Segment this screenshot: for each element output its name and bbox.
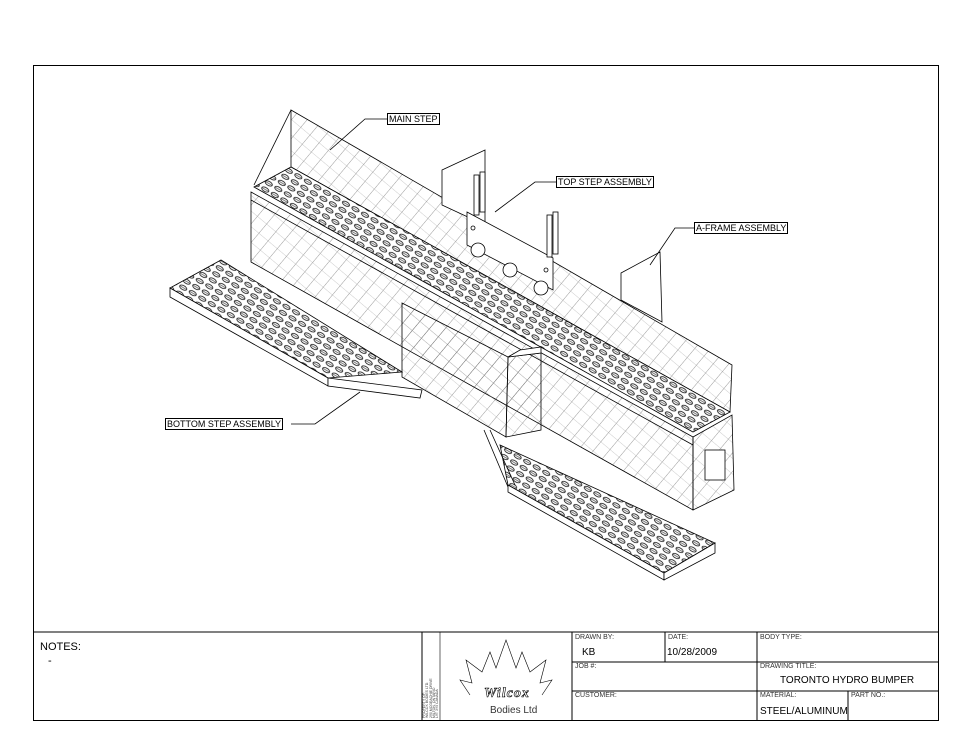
- a-frame-plate: [620, 251, 663, 323]
- callout-bottom-step-assembly: BOTTOM STEP ASSEMBLY: [165, 418, 284, 430]
- material-value: STEEL/ALUMINUM: [760, 706, 848, 717]
- leader-main-step: [329, 118, 388, 151]
- drawn-by-value: KB: [582, 647, 596, 658]
- center-box-front: [505, 352, 542, 438]
- bottom-step-left: [169, 259, 423, 399]
- maple-leaf-logo-icon: [459, 639, 553, 696]
- notes-title: NOTES:: [40, 641, 81, 653]
- drawing-title-value: TORONTO HYDRO BUMPER: [780, 675, 915, 686]
- drawing-title-label: DRAWING TITLE:: [760, 663, 817, 670]
- property-line: L9T 3Y5 CANADA: [435, 689, 440, 718]
- part-number-label: PART NO.:: [851, 692, 886, 699]
- bottom-step-right: [483, 429, 716, 581]
- leader-top-step: [494, 181, 557, 213]
- date-value: 10/28/2009: [667, 647, 718, 658]
- callout-a-frame-assembly: A-FRAME ASSEMBLY: [694, 222, 789, 234]
- property-of-block: PROPERTY OF: WILCOX BODIES LTD. 290 MCGE…: [422, 632, 440, 718]
- drawn-by-label: DRAWN BY:: [575, 634, 615, 641]
- notes-item: -: [48, 655, 52, 667]
- leader-a-frame: [649, 227, 695, 266]
- drawing-sheet-border: [33, 65, 939, 721]
- top-step-assembly: [441, 149, 559, 296]
- material-label: MATERIAL:: [760, 692, 797, 699]
- job-number-label: JOB #:: [575, 663, 597, 670]
- body-type-label: BODY TYPE:: [760, 634, 802, 641]
- logo-brand: Wilcox: [484, 686, 530, 702]
- main-step-tread: [253, 166, 731, 433]
- callout-main-step: MAIN STEP: [387, 113, 440, 125]
- date-label: DATE:: [668, 634, 689, 641]
- customer-label: CUSTOMER:: [575, 692, 617, 699]
- callout-top-step-assembly: TOP STEP ASSEMBLY: [556, 176, 654, 188]
- leader-bottom-step: [291, 391, 361, 425]
- end-tube-opening: [704, 449, 726, 481]
- logo-subtitle: Bodies Ltd: [490, 705, 538, 716]
